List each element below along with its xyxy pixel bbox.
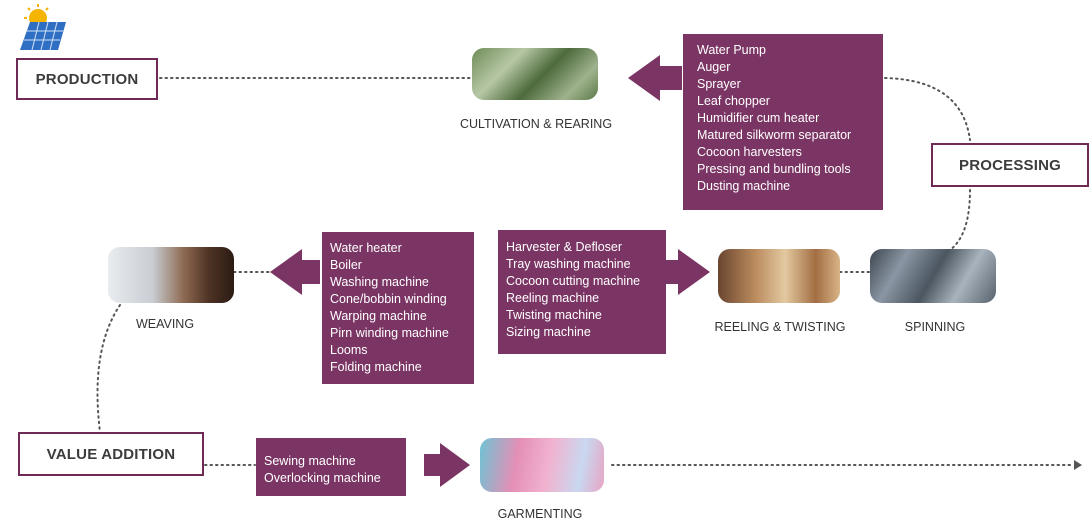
list-item: Reeling machine bbox=[506, 291, 600, 305]
processing-loop-top-line bbox=[884, 77, 971, 141]
spinning-caption: SPINNING bbox=[904, 320, 966, 334]
list-item: Cocoon harvesters bbox=[697, 145, 802, 159]
list-item: Sprayer bbox=[697, 77, 741, 91]
list-item: Water Pump bbox=[697, 43, 767, 57]
reeling-caption: REELING & TWISTING bbox=[714, 320, 846, 334]
reeling-photo bbox=[718, 249, 840, 303]
weaving-equipment-list: Water heater Boiler Washing machine Cone… bbox=[330, 240, 462, 376]
list-item: Pressing and bundling tools bbox=[697, 162, 851, 176]
list-item: Sizing machine bbox=[506, 325, 591, 339]
list-item: Matured silkworm separator bbox=[697, 128, 852, 142]
production-stage-box: PRODUCTION bbox=[16, 58, 158, 100]
cultivation-equipment-box: Water Pump Auger Sprayer Leaf chopper Hu… bbox=[683, 34, 883, 210]
list-item: Washing machine bbox=[330, 275, 429, 289]
reeling-equipment-box: Harvester & Defloser Tray washing machin… bbox=[498, 230, 666, 354]
list-item: Auger bbox=[697, 60, 731, 74]
reeling-equipment-list: Harvester & Defloser Tray washing machin… bbox=[506, 239, 654, 341]
weaving-caption: WEAVING bbox=[135, 317, 195, 331]
list-item: Harvester & Defloser bbox=[506, 240, 623, 254]
end-arrowhead bbox=[1074, 460, 1082, 470]
arrow-to-reeling bbox=[666, 249, 710, 295]
cultivation-photo bbox=[472, 48, 598, 100]
list-item: Boiler bbox=[330, 258, 362, 272]
garmenting-equipment-list: Sewing machine Overlocking machine bbox=[264, 453, 394, 487]
arrow-to-cultivation bbox=[628, 55, 682, 101]
list-item: Dusting machine bbox=[697, 179, 791, 193]
list-item: Overlocking machine bbox=[264, 471, 381, 485]
arrow-to-garmenting bbox=[424, 443, 470, 487]
list-item: Warping machine bbox=[330, 309, 427, 323]
arrow-to-weaving bbox=[270, 249, 320, 295]
value-addition-stage-box: VALUE ADDITION bbox=[18, 432, 204, 476]
list-item: Looms bbox=[330, 343, 368, 357]
list-item: Pirn winding machine bbox=[330, 326, 449, 340]
weaving-to-value-addition-line bbox=[96, 304, 121, 433]
garmenting-caption: GARMENTING bbox=[497, 507, 583, 521]
spinning-photo bbox=[870, 249, 996, 303]
list-item: Folding machine bbox=[330, 360, 422, 374]
processing-stage-box: PROCESSING bbox=[931, 143, 1089, 187]
cultivation-equipment-list: Water Pump Auger Sprayer Leaf chopper Hu… bbox=[697, 42, 871, 195]
list-item: Tray washing machine bbox=[506, 257, 631, 271]
list-item: Twisting machine bbox=[506, 308, 602, 322]
list-item: Cone/bobbin winding bbox=[330, 292, 447, 306]
solar-panel-icon bbox=[20, 4, 66, 51]
weaving-photo bbox=[108, 247, 234, 303]
list-item: Humidifier cum heater bbox=[697, 111, 820, 125]
weaving-equipment-box: Water heater Boiler Washing machine Cone… bbox=[322, 232, 474, 384]
processing-loop-bottom-line bbox=[949, 189, 971, 251]
list-item: Cocoon cutting machine bbox=[506, 274, 641, 288]
garmenting-photo bbox=[480, 438, 604, 492]
list-item: Water heater bbox=[330, 241, 402, 255]
garmenting-equipment-box: Sewing machine Overlocking machine bbox=[256, 438, 406, 496]
list-item: Sewing machine bbox=[264, 454, 356, 468]
cultivation-caption: CULTIVATION & REARING bbox=[459, 117, 613, 131]
list-item: Leaf chopper bbox=[697, 94, 770, 108]
